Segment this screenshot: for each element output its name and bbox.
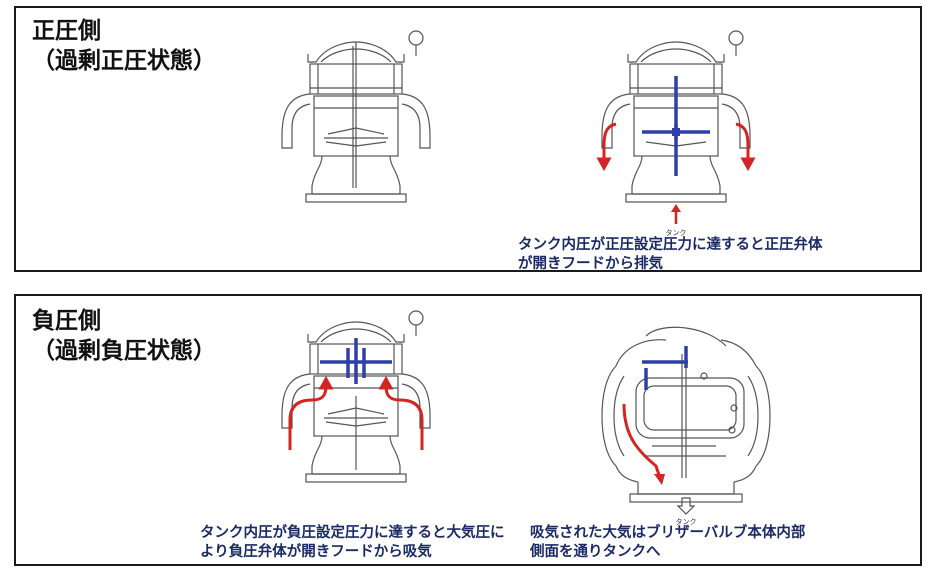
- base-flange: [625, 193, 727, 203]
- hood-right: [721, 93, 751, 149]
- negative-valve-disc: [320, 338, 392, 384]
- negative-caption1-line1: タンク内圧が負圧設定圧力に達すると大気圧に: [200, 525, 505, 541]
- negative-caption-1: タンク内圧が負圧設定圧力に達すると大気圧に より負圧弁体が開きフードから吸気: [200, 524, 505, 562]
- valve-closed-diagram: [266, 16, 446, 210]
- tank-label: タンク: [666, 228, 687, 237]
- hood-left: [601, 93, 631, 149]
- valve-closed-svg: [281, 30, 431, 203]
- negative-valve-disc-side: [642, 346, 688, 390]
- intake-arrows: [288, 375, 424, 450]
- valve-side-section-diagram: タンク: [576, 306, 776, 532]
- positive-title-line2: （過剰正圧状態）: [32, 48, 216, 74]
- valve-negative-svg: [281, 310, 431, 483]
- negative-caption2-line1: 吸気された大気はブリザーバルブ本体内部: [530, 525, 806, 541]
- negative-caption2-line2: 側面を通りタンクへ: [530, 544, 661, 560]
- positive-caption: タンク内圧が正圧設定圧力に達すると正圧弁体 が開きフードから排気: [518, 236, 823, 274]
- valve-positive-svg: タンク: [596, 30, 756, 237]
- valve-negative-open-diagram: [256, 300, 456, 504]
- positive-caption-line2: が開きフードから排気: [518, 256, 663, 272]
- negative-pressure-panel: 負圧側 （過剰負圧状態）: [14, 294, 922, 566]
- top-cover: [645, 326, 727, 347]
- tank-outflow-arrow: [676, 497, 696, 515]
- positive-pressure-title: 正圧側 （過剰正圧状態）: [32, 16, 216, 76]
- valve-side-svg: タンク: [601, 326, 771, 526]
- outer-wall-left: [601, 365, 617, 467]
- negative-caption1-line2: より負圧弁体が開きフードから吸気: [200, 544, 432, 560]
- eye-bolt: [408, 310, 424, 326]
- positive-pressure-panel: 正圧側 （過剰正圧状態）: [14, 6, 922, 272]
- upper-body: [309, 63, 403, 95]
- outer-wall-right: [755, 365, 771, 467]
- negative-title-line1: 負圧側: [32, 308, 101, 334]
- dome-cap: [307, 321, 405, 343]
- side-flow-arrow: [622, 403, 662, 479]
- negative-caption-2: 吸気された大気はブリザーバルブ本体内部 側面を通りタンクへ: [530, 524, 805, 562]
- mid-body: [313, 95, 399, 157]
- dome-cap: [627, 41, 725, 63]
- hood-left: [281, 373, 311, 429]
- hood-left: [281, 93, 311, 149]
- tank-label: タンク: [676, 517, 697, 526]
- base-flange: [305, 193, 407, 203]
- positive-valve-disc: [642, 76, 710, 176]
- base-flange: [629, 493, 743, 503]
- base-flange: [305, 473, 407, 483]
- eye-bolt: [408, 30, 424, 46]
- hood-right: [401, 373, 431, 429]
- lower-body: [637, 482, 735, 495]
- exhaust-arrows: [596, 122, 756, 172]
- negative-pressure-title: 負圧側 （過剰負圧状態）: [32, 306, 216, 366]
- valve-positive-open-diagram: タンク: [576, 16, 776, 250]
- negative-title-line2: （過剰負圧状態）: [32, 338, 216, 364]
- positive-caption-line1: タンク内圧が正圧設定圧力に達すると正圧弁体: [518, 237, 823, 253]
- hood-right: [401, 93, 431, 149]
- inner-chamber: [635, 377, 745, 439]
- positive-title-line1: 正圧側: [32, 18, 101, 44]
- eye-bolt: [728, 30, 744, 46]
